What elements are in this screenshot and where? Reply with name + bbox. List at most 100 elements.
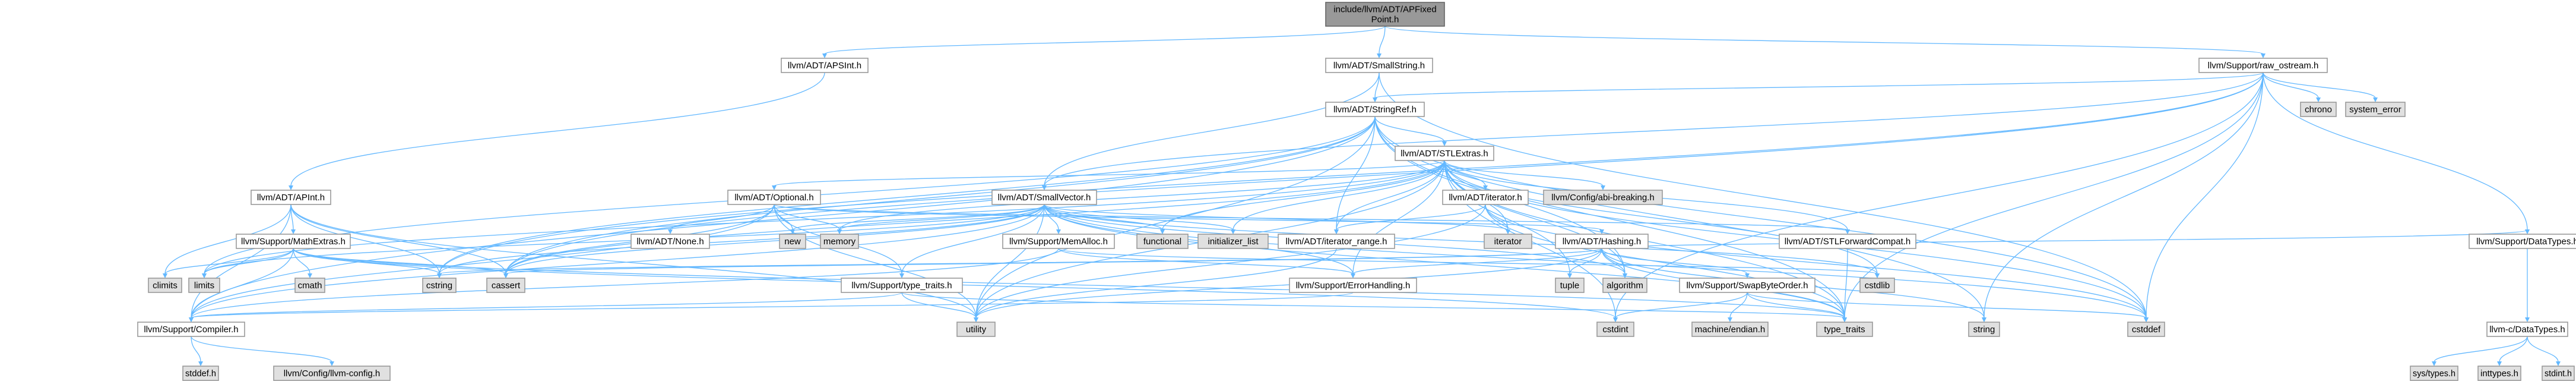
node-apint[interactable]: llvm/ADT/APInt.h — [251, 190, 331, 205]
node-box — [2486, 322, 2568, 337]
edge-mathextras-to-cstring — [293, 248, 440, 275]
arrowhead-hashing-to-swapbyteorder — [1745, 273, 1750, 278]
edge-smallvector-to-memalloc — [1044, 204, 1059, 231]
node-compiler[interactable]: llvm/Support/Compiler.h — [137, 322, 245, 337]
node-label: string — [1973, 325, 1995, 335]
arrowhead-root-to-rawostream — [2261, 53, 2266, 58]
node-label: limits — [194, 281, 214, 291]
edge-llvmc_datatypes-to-stdint — [2527, 336, 2559, 363]
node-label: sys/types.h — [2413, 369, 2455, 379]
node-hashing[interactable]: llvm/ADT/Hashing.h — [1555, 234, 1649, 249]
node-box — [182, 366, 219, 381]
node-label: Point.h — [1371, 15, 1399, 25]
arrowhead-optional-to-stlforward — [1845, 229, 1850, 234]
edge-iterator_h-to-iterator_range — [1336, 204, 1486, 231]
edge-typetraits_h-to-type_traits — [901, 292, 1845, 319]
edge-mathextras-to-limits — [204, 248, 294, 275]
node-errorhandling[interactable]: llvm/Support/ErrorHandling.h — [1289, 278, 1417, 293]
edge-root-to-smallstring — [1379, 26, 1386, 55]
edge-hashing-to-cstring — [439, 248, 1602, 275]
edge-stlextras-to-limits — [204, 160, 1445, 275]
node-stringref[interactable]: llvm/ADT/StringRef.h — [1325, 102, 1425, 117]
node-typetraits-h[interactable]: llvm/Support/type_traits.h — [841, 278, 963, 293]
edge-stlextras-to-abibreaking — [1444, 160, 1604, 187]
node-label: functional — [1143, 237, 1181, 247]
edge-compiler-to-stddef — [191, 336, 201, 363]
node-apsint[interactable]: llvm/ADT/APSInt.h — [781, 58, 869, 73]
node-label: llvm/ADT/None.h — [636, 237, 704, 247]
node-string: string — [1968, 322, 2000, 337]
edge-hashing-to-utility — [975, 248, 1602, 319]
edge-rawostream-to-chrono — [2263, 72, 2319, 99]
arrowhead-llvmc_datatypes-to-inttypes — [2497, 361, 2502, 366]
node-iterator-range[interactable]: llvm/ADT/iterator_range.h — [1278, 234, 1395, 249]
edge-mathextras-to-type_traits — [293, 248, 1845, 319]
edge-iterator_h-to-utility — [975, 204, 1486, 319]
node-box — [779, 234, 806, 249]
edge-stlextras-to-functional — [1162, 160, 1445, 231]
edge-smallstring-to-cstddef — [1379, 72, 2147, 319]
edge-stlforward-to-type_traits — [1844, 248, 1848, 319]
node-inttypes: inttypes.h — [2477, 366, 2521, 381]
node-stlextras[interactable]: llvm/ADT/STLExtras.h — [1395, 146, 1494, 161]
arrowhead-mathextras-to-limits — [202, 273, 207, 278]
arrowhead-hashing-to-string — [1982, 317, 1986, 322]
node-machineendian: machine/endian.h — [1691, 322, 1769, 337]
node-llvmc-datatypes[interactable]: llvm-c/DataTypes.h — [2486, 322, 2568, 337]
edge-mathextras-to-compiler — [191, 248, 294, 319]
node-iterator: iterator — [1484, 234, 1532, 249]
node-stddef: stddef.h — [182, 366, 219, 381]
node-box — [2198, 58, 2328, 73]
node-label: cstddef — [2132, 325, 2161, 335]
node-box — [1289, 278, 1417, 293]
node-box — [2300, 102, 2337, 117]
edge-smallvector-to-limits — [204, 204, 1045, 275]
arrowhead-smallvector-to-initializer_list — [1231, 229, 1235, 234]
node-rawostream[interactable]: llvm/Support/raw_ostream.h — [2198, 58, 2328, 73]
node-box — [236, 234, 351, 249]
node-smallstring[interactable]: llvm/ADT/SmallString.h — [1325, 58, 1433, 73]
edge-smallvector-to-iterator — [1044, 204, 1509, 231]
edge-apint-to-cassert — [290, 204, 506, 275]
edge-optional-to-none — [670, 204, 775, 231]
node-datatypes[interactable]: llvm/Support/DataTypes.h — [2469, 234, 2576, 249]
node-label: cstdint — [1602, 325, 1628, 335]
arrowhead-rawostream-to-system_error — [2373, 97, 2378, 102]
edge-swapbyteorder-to-cstdint — [1615, 292, 1748, 319]
node-box — [2127, 322, 2165, 337]
node-mathextras[interactable]: llvm/Support/MathExtras.h — [236, 234, 351, 249]
arrowhead-compiler-to-llvmconfig — [329, 361, 334, 366]
edge-smallvector-to-cstddef — [1044, 204, 2147, 319]
arrowhead-typetraits_h-to-utility — [974, 317, 978, 322]
node-cmath: cmath — [294, 278, 325, 293]
node-cstdlib: cstdlib — [1859, 278, 1895, 293]
edge-rawostream-to-string — [1984, 72, 2264, 319]
node-box — [820, 234, 859, 249]
node-swapbyteorder[interactable]: llvm/Support/SwapByteOrder.h — [1679, 278, 1815, 293]
node-box — [1543, 190, 1663, 205]
node-label: llvm/Support/ErrorHandling.h — [1296, 281, 1411, 291]
arrowhead-hashing-to-cstring — [437, 273, 442, 278]
node-box — [486, 278, 525, 293]
node-label: llvm/Support/MemAlloc.h — [1009, 237, 1108, 247]
node-box — [1325, 2, 1445, 27]
node-label: tuple — [1560, 281, 1580, 291]
node-llvmconfig: llvm/Config/llvm-config.h — [273, 366, 391, 381]
node-box — [1816, 322, 1873, 337]
node-label: inttypes.h — [2480, 369, 2518, 379]
edge-rawostream-to-system_error — [2263, 72, 2376, 99]
node-smallvector[interactable]: llvm/ADT/SmallVector.h — [991, 190, 1097, 205]
node-box — [273, 366, 391, 381]
node-memalloc[interactable]: llvm/Support/MemAlloc.h — [1002, 234, 1115, 249]
node-optional[interactable]: llvm/ADT/Optional.h — [727, 190, 821, 205]
node-none[interactable]: llvm/ADT/None.h — [630, 234, 710, 249]
edge-smallvector-to-cstring — [439, 204, 1045, 275]
node-type-traits: type_traits — [1816, 322, 1873, 337]
arrowhead-smallvector-to-new — [790, 229, 795, 234]
node-stlforward[interactable]: llvm/ADT/STLForwardCompat.h — [1779, 234, 1916, 249]
edge-rawostream-to-datatypes — [2263, 72, 2528, 231]
edge-rawostream-to-cassert — [505, 72, 2264, 275]
arrowhead-datatypes-to-llvmc_datatypes — [2525, 317, 2530, 322]
node-iterator-h[interactable]: llvm/ADT/iterator.h — [1442, 190, 1529, 205]
